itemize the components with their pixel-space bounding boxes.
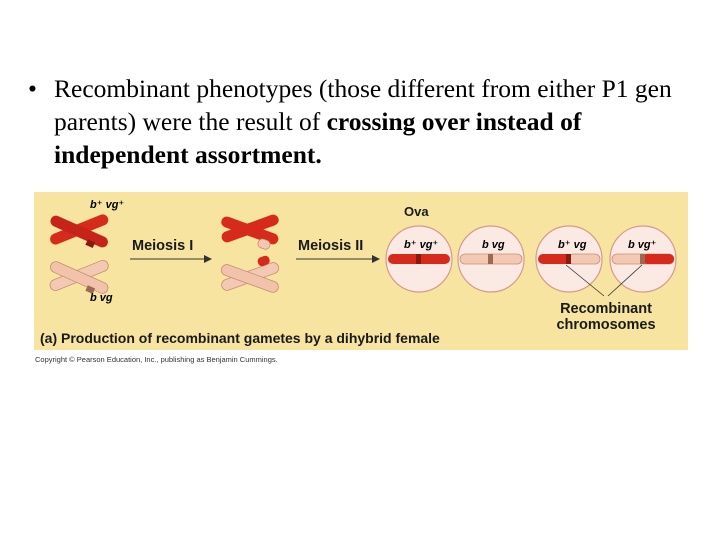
ovum-2: b vg [457, 225, 525, 293]
meiosis2-label: Meiosis II [298, 238, 363, 254]
recombination-figure: b⁺ vg⁺ b vg Meiosis I Meiosis II Ova b⁺ … [34, 192, 688, 350]
meiosis1-label: Meiosis I [132, 238, 193, 254]
bullet-text-lead: Recombinant phenotypes (those different … [54, 74, 672, 136]
ovum-1-label: b⁺ vg⁺ [404, 239, 438, 251]
copyright-credit: Copyright © Pearson Education, Inc., pub… [35, 355, 278, 364]
bullet-point: • Recombinant phenotypes (those differen… [28, 72, 698, 171]
meiosis2-arrowhead [372, 255, 380, 263]
meiosis1-arrowhead [204, 255, 212, 263]
recombinant-pointer-lines [565, 264, 643, 297]
recombinant-label-line2: chromosomes [556, 317, 655, 333]
figure-caption: (a) Production of recombinant gametes by… [40, 330, 440, 346]
ovum-4-label: b vg⁺ [628, 239, 657, 251]
ovum-2-label: b vg [482, 239, 505, 251]
ovum-3-label: b⁺ vg [558, 239, 587, 251]
bullet-marker: • [28, 74, 37, 103]
figure-canvas: b⁺ vg⁺ b vg Meiosis I Meiosis II Ova b⁺ … [34, 192, 688, 350]
parent-light-chromosomes [49, 260, 109, 294]
parent-top-label: b⁺ vg⁺ [90, 199, 124, 211]
recombinant-label-line1: Recombinant [560, 301, 652, 317]
bullet-text: Recombinant phenotypes (those different … [54, 72, 698, 171]
ova-label: Ova [404, 204, 429, 219]
meiosis1-top-chromosomes [221, 214, 279, 250]
bullet-text-bold: crossing over instead of independent ass… [54, 107, 582, 169]
ovum-4: b vg⁺ [609, 225, 677, 293]
ovum-3: b⁺ vg [535, 225, 603, 293]
parent-red-chromosomes [50, 214, 109, 248]
ovum-1: b⁺ vg⁺ [385, 225, 453, 293]
parent-bottom-label: b vg [90, 292, 113, 304]
meiosis1-bottom-chromosomes [220, 255, 280, 293]
